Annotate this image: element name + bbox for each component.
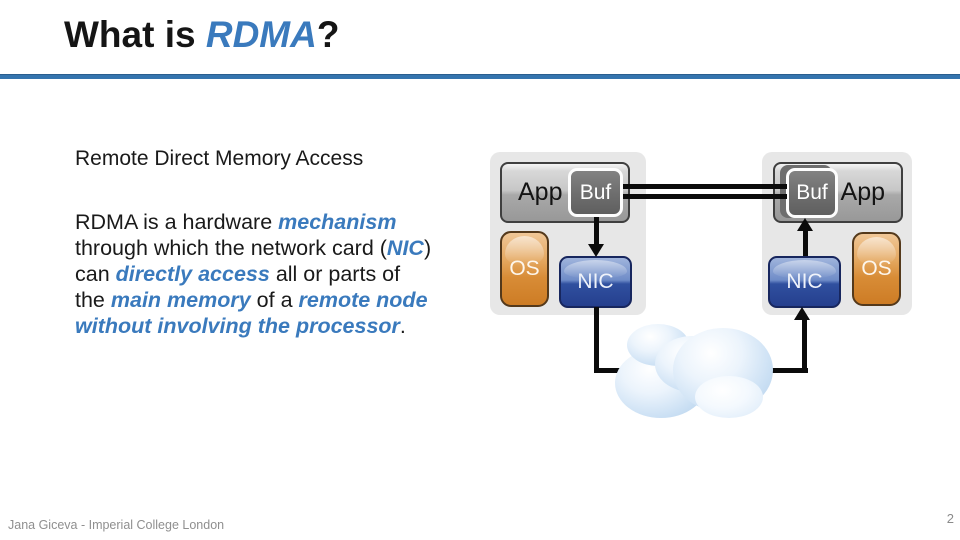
title-suffix: ? — [316, 14, 340, 55]
lead-text: Remote Direct Memory Access — [75, 147, 364, 170]
paragraph-line: without involving the processor. — [75, 313, 431, 339]
paragraph-line: through which the network card (NIC) — [75, 235, 431, 261]
paragraph-line: can directly access all or parts of — [75, 261, 431, 287]
title-divider — [0, 74, 960, 79]
rdma-diagram: App Buf OS NIC App Buf OS NIC — [488, 150, 914, 420]
network-cloud-icon — [615, 322, 777, 418]
right-nic-to-buf-arrow — [803, 229, 808, 256]
text-segment-emphasis: without involving the processor — [75, 314, 400, 338]
left-buf-to-nic-arrow — [594, 217, 599, 247]
right-nic-label: NIC — [786, 270, 823, 293]
cloud-to-right-nic-connector — [802, 319, 807, 373]
paragraph-line: RDMA is a hardware mechanism — [75, 209, 431, 235]
buf-to-buf-rail-top — [623, 184, 787, 189]
left-os-label: OS — [509, 257, 540, 280]
text-segment-emphasis: directly access — [115, 262, 270, 286]
left-os-box: OS — [500, 231, 549, 307]
page-number: 2 — [946, 511, 954, 526]
body-paragraph: RDMA is a hardware mechanism through whi… — [75, 209, 431, 339]
left-buf-box: Buf — [568, 168, 623, 217]
right-os-box: OS — [852, 232, 901, 306]
arrow-up-icon — [794, 307, 810, 320]
title-prefix: What is — [64, 14, 206, 55]
arrow-down-icon — [588, 244, 604, 257]
right-os-label: OS — [861, 257, 892, 280]
left-app-label: App — [518, 178, 563, 206]
paragraph-line: the main memory of a remote node — [75, 287, 431, 313]
text-segment: ) — [423, 236, 432, 260]
text-segment-emphasis: remote node — [298, 288, 428, 312]
footer-credit: Jana Giceva - Imperial College London — [8, 518, 225, 532]
cloud-puff — [695, 376, 763, 418]
text-segment: RDMA is a hardware — [75, 210, 279, 234]
text-segment-emphasis: mechanism — [278, 210, 397, 234]
page-title: What is RDMA? — [64, 14, 339, 56]
buf-to-buf-rail-bottom — [623, 194, 787, 199]
text-segment-emphasis: main memory — [110, 288, 251, 312]
left-nic-label: NIC — [577, 270, 614, 293]
arrow-up-icon — [797, 218, 813, 231]
right-nic-box: NIC — [768, 256, 841, 308]
title-highlight: RDMA — [205, 14, 317, 55]
text-segment-emphasis: NIC — [386, 236, 424, 260]
right-buf-box: Buf — [786, 168, 838, 218]
left-buf-label: Buf — [579, 180, 612, 204]
right-app-label: App — [840, 178, 885, 206]
text-segment: of a — [250, 288, 299, 312]
left-nic-box: NIC — [559, 256, 632, 308]
cloud-to-right-nic-connector — [767, 368, 808, 373]
text-segment: can — [75, 262, 116, 286]
text-segment: through which the network card ( — [75, 236, 387, 260]
text-segment: . — [399, 314, 406, 338]
left-nic-to-cloud-connector — [594, 307, 599, 373]
text-segment: the — [75, 288, 111, 312]
text-segment: all or parts of — [269, 262, 401, 286]
right-buf-label: Buf — [796, 181, 828, 204]
